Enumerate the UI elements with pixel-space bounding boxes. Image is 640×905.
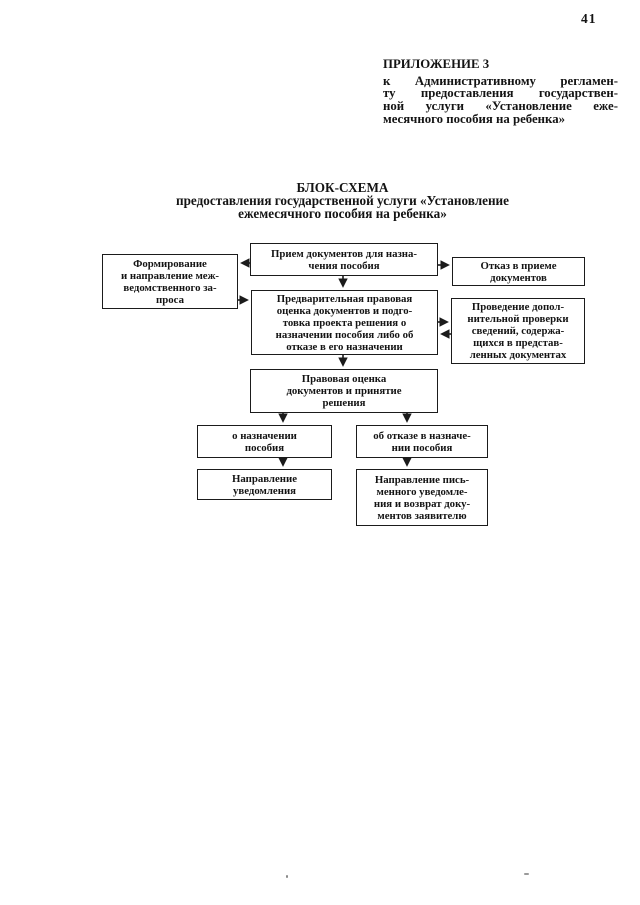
flowchart-node-refuse-accept: Отказ в приеме документов bbox=[452, 257, 585, 286]
flowchart-node-additional-check: Проведение допол- нительной проверки све… bbox=[451, 298, 585, 364]
flowchart-title: БЛОК-СХЕМА предоставления государственно… bbox=[150, 181, 535, 221]
flowchart-node-grant-decision: о назначении пособия bbox=[197, 425, 332, 458]
flowchart-node-notify-and-return: Направление пись- менного уведомле- ния … bbox=[356, 469, 488, 526]
flowchart-title-line: БЛОК-СХЕМА bbox=[296, 180, 389, 195]
appendix-header-line: ПРИЛОЖЕНИЕ 3 bbox=[383, 57, 490, 71]
flowchart-node-receive-documents: Прием документов для назна- чения пособи… bbox=[250, 243, 438, 276]
appendix-header: ПРИЛОЖЕНИЕ 3 к Административному регламе… bbox=[383, 58, 618, 126]
flowchart-node-interagency-request: Формирование и направление меж- ведомств… bbox=[102, 254, 238, 309]
appendix-header-line: месячного пособия на ребенка» bbox=[383, 111, 566, 126]
flowchart-title-line: ежемесячного пособия на ребенка» bbox=[238, 206, 447, 222]
appendix-header-line: ту предоставления государствен- bbox=[383, 86, 618, 101]
flowchart-node-send-notification: Направление уведомления bbox=[197, 469, 332, 500]
flowchart-title-line: предоставления государственной услуги «У… bbox=[175, 193, 510, 209]
appendix-header-line: к Административному регламен- bbox=[383, 73, 618, 88]
flowchart-node-legal-assessment: Правовая оценка документов и принятие ре… bbox=[250, 369, 438, 413]
page-number: 41 bbox=[581, 11, 597, 26]
scan-artifact-dot bbox=[524, 873, 529, 875]
appendix-header-line: ной услуги «Установление еже- bbox=[383, 99, 618, 114]
flowchart-node-deny-decision: об отказе в назначе- нии пособия bbox=[356, 425, 488, 458]
scan-artifact-dot bbox=[286, 875, 288, 878]
flowchart-node-preliminary-assessment: Предварительная правовая оценка документ… bbox=[251, 290, 438, 355]
